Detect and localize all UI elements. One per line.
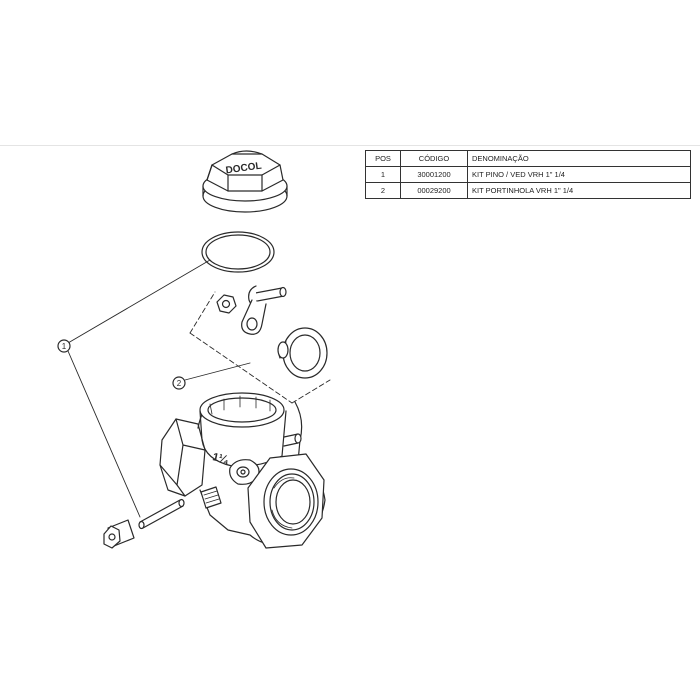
cell-name: KIT PINO / VED VRH 1" 1/4: [467, 166, 691, 183]
callout-2: 2: [172, 376, 186, 390]
callout-2-leader: [184, 362, 251, 381]
body-size-marking: 1¼: [211, 451, 229, 466]
parts-table: POS CÓDIGO DENOMINAÇÃO 1 30001200 KIT PI…: [365, 150, 691, 199]
callout-1-leaders: [67, 259, 211, 518]
cap-logo-text: DOCOL: [225, 161, 262, 177]
valve-body: 1¼: [159, 392, 326, 549]
column-header-name: DENOMINAÇÃO: [467, 150, 691, 167]
column-header-pos: POS: [365, 150, 401, 167]
cell-code: 30001200: [400, 166, 468, 183]
cell-name: KIT PORTINHOLA VRH 1" 1/4: [467, 182, 691, 199]
table-row: 2 00029200 KIT PORTINHOLA VRH 1" 1/4: [365, 182, 691, 199]
cell-code: 00029200: [400, 182, 468, 199]
o-ring: [201, 231, 275, 273]
table-row: 1 30001200 KIT PINO / VED VRH 1" 1/4: [365, 166, 691, 183]
callout-1-label: 1: [62, 342, 67, 351]
valve-cap: DOCOL: [202, 150, 288, 213]
cell-pos: 1: [365, 166, 401, 183]
header-divider: [0, 145, 700, 146]
callout-1: 1: [57, 339, 71, 353]
kit-2-bracket: [189, 291, 331, 404]
table-header-row: POS CÓDIGO DENOMINAÇÃO: [365, 150, 691, 167]
kit-1-parts: [103, 498, 185, 549]
kit-2-parts: [216, 285, 328, 379]
column-header-code: CÓDIGO: [400, 150, 468, 167]
cell-pos: 2: [365, 182, 401, 199]
callout-2-label: 2: [177, 379, 182, 388]
